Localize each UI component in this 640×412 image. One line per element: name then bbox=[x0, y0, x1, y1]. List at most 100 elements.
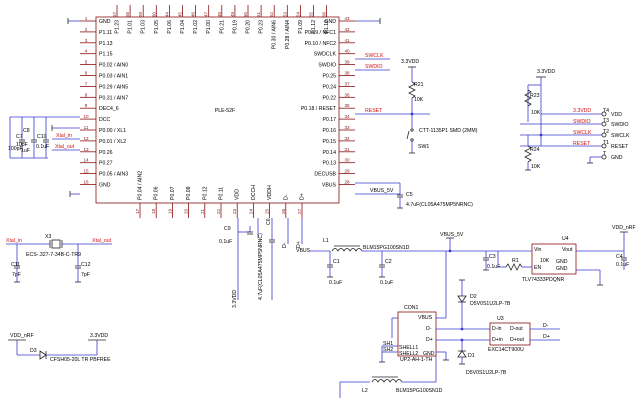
c5-value: 4.7uF(CL05A475MP5NRNC) bbox=[406, 202, 473, 208]
pin-number: 10 bbox=[83, 114, 89, 119]
pin-name: DECUSB bbox=[314, 172, 336, 178]
pin-number: 5 bbox=[85, 60, 88, 65]
l1-label: L1 bbox=[323, 238, 329, 244]
l1-value: BLM15PG100SN1D bbox=[363, 245, 410, 251]
pin-name: VDD bbox=[235, 189, 241, 200]
xtal-nets-module: Xtal_in Xtal_out bbox=[52, 133, 80, 151]
con1-vbus: VBUS bbox=[418, 315, 433, 321]
pin-name: P0.04 / AIN2 bbox=[138, 171, 144, 200]
net-vbus5v-module: VBUS_5V bbox=[370, 188, 394, 194]
pin-name: VDDH bbox=[267, 185, 273, 200]
u4-label: U4 bbox=[562, 236, 569, 242]
pin-name: P0.28 / AIN4 bbox=[285, 20, 291, 49]
pin-number: 25 bbox=[265, 208, 270, 214]
d3-value: CFSH05-20L TR PBFREE bbox=[50, 357, 111, 363]
pin-name: P1.09 bbox=[298, 20, 304, 34]
pin-number: 31 bbox=[344, 147, 350, 152]
pin-number: 50 bbox=[243, 12, 248, 18]
pin-number: 2 bbox=[85, 27, 88, 32]
pin-number: 40 bbox=[344, 49, 350, 54]
d3-label: D3 bbox=[30, 348, 37, 354]
vbus-c5: VBUS_5V C5 4.7uF(CL05A475MP5NRNC) bbox=[355, 182, 473, 209]
module-right-gnd bbox=[355, 18, 381, 24]
pin-number: 37 bbox=[344, 81, 350, 86]
pin-name: P0.25 bbox=[322, 74, 336, 80]
u4-en: EN bbox=[534, 265, 541, 271]
net-swdio-module: SWDIO bbox=[365, 64, 383, 70]
con1-gnd: GND bbox=[423, 351, 435, 357]
pin-name: P1.05 bbox=[154, 20, 160, 34]
u3-label: U3 bbox=[497, 316, 504, 322]
dec-caps: C7 10pF C8 1uF C10 0.1uF 100pF bbox=[8, 116, 80, 159]
pin-name: GND bbox=[324, 19, 336, 25]
net-vbus5v-reg: VBUS_5V bbox=[440, 232, 464, 238]
u4-gnd2: GND bbox=[556, 266, 568, 272]
u3-dpin: D+in bbox=[492, 337, 503, 343]
c3-value: 0.1uF bbox=[487, 264, 500, 270]
c3-label: C3 bbox=[489, 254, 496, 260]
pin-number: 42 bbox=[344, 27, 350, 32]
pin-number: 45 bbox=[178, 12, 183, 18]
c7-extra: 100pF bbox=[8, 146, 23, 152]
pin-number: 32 bbox=[344, 136, 350, 141]
net-xtal-out: Xtal_out bbox=[92, 238, 112, 244]
pin-name: P0.02 / AIN0 bbox=[99, 63, 128, 69]
pin-name: P0.24 bbox=[322, 84, 336, 90]
c10-value: 0.1uF bbox=[36, 144, 49, 150]
pin-number: 11 bbox=[84, 125, 89, 130]
pin-number: 18 bbox=[151, 208, 156, 214]
c6-value: 4.7uF(CL05A475MP5NRNC) bbox=[258, 233, 264, 300]
u3-dmin: D-in bbox=[492, 326, 502, 332]
pin-name: P0.10 / NFC2 bbox=[305, 41, 337, 47]
d2-label: D2 bbox=[470, 294, 477, 300]
net-swclk-tp: SWCLK bbox=[573, 130, 592, 136]
c4-value: 0.1uF bbox=[616, 262, 629, 268]
pin-number: 49 bbox=[230, 12, 235, 18]
pin-name: P1.23 bbox=[115, 20, 121, 34]
pin-number: 15 bbox=[83, 169, 89, 174]
pin-name: GND bbox=[99, 183, 111, 189]
pin-name: P0.31 / AIN7 bbox=[99, 95, 128, 101]
c1-value: 0.1uF bbox=[329, 280, 342, 286]
pin-number: 1 bbox=[85, 16, 88, 21]
c7-label: C7 bbox=[16, 134, 23, 140]
net-reset-module: RESET bbox=[365, 108, 383, 114]
c9-value: 0.1uF bbox=[219, 239, 232, 245]
pin-number: 3 bbox=[85, 38, 88, 43]
pin-number: 22 bbox=[216, 208, 221, 214]
c8-value: 1uF bbox=[21, 148, 30, 154]
tp-vdd: VDD bbox=[611, 112, 622, 118]
pin-name: P0.06 bbox=[154, 186, 160, 200]
pin-name: P1.13 bbox=[99, 41, 113, 47]
pin-name: P0.27 bbox=[99, 161, 113, 167]
pin-number: 59 bbox=[138, 12, 143, 18]
pin-name: P0.01 / XL2 bbox=[99, 139, 126, 145]
pin-number: 44 bbox=[164, 12, 169, 18]
l2-value: BLM15PG100SN1D bbox=[396, 388, 443, 394]
pin-number: 6 bbox=[85, 71, 88, 76]
module-left-gnd bbox=[51, 18, 80, 197]
crystal-x3: Xtal_in Xtal_out X3 ECS-.327-7-34B-C-TR9… bbox=[6, 234, 112, 283]
x3-value: ECS-.327-7-34B-C-TR9 bbox=[26, 252, 81, 258]
c10-label: C10 bbox=[37, 134, 47, 140]
sw1-value: CTT-1135P1 SMD (2MM) bbox=[419, 128, 478, 134]
pin-number: 41 bbox=[344, 38, 350, 43]
pin-name: P1.15 bbox=[99, 52, 113, 58]
pin-name: P0.05 / AIN3 bbox=[99, 172, 128, 178]
pin-name: P0.21 bbox=[219, 20, 225, 34]
module-top-pins: 57P1.2358P1.0159P1.0360P1.0544P1.0645P1.… bbox=[112, 5, 330, 49]
u3-value: EXC14CT900U bbox=[488, 347, 524, 353]
pin-number: 36 bbox=[344, 92, 350, 97]
tp2-label: T2 bbox=[603, 129, 609, 135]
regulator-u4: U4 Vin Vout EN GND GND TLV74333PDQNR C3 … bbox=[464, 225, 636, 286]
pin-number: 26 bbox=[281, 208, 286, 214]
net-vddnrf-reg: VDD_nRF bbox=[612, 225, 636, 231]
pin-name: P1.00 bbox=[206, 20, 212, 34]
pin-name: P0.14 bbox=[322, 150, 336, 156]
pin-number: 34 bbox=[344, 114, 350, 119]
pin-name: DCCH bbox=[251, 185, 257, 200]
pin-name: P0.26 bbox=[99, 150, 113, 156]
d1-label: D1 bbox=[468, 353, 475, 359]
r1-value: 10K bbox=[540, 258, 550, 264]
